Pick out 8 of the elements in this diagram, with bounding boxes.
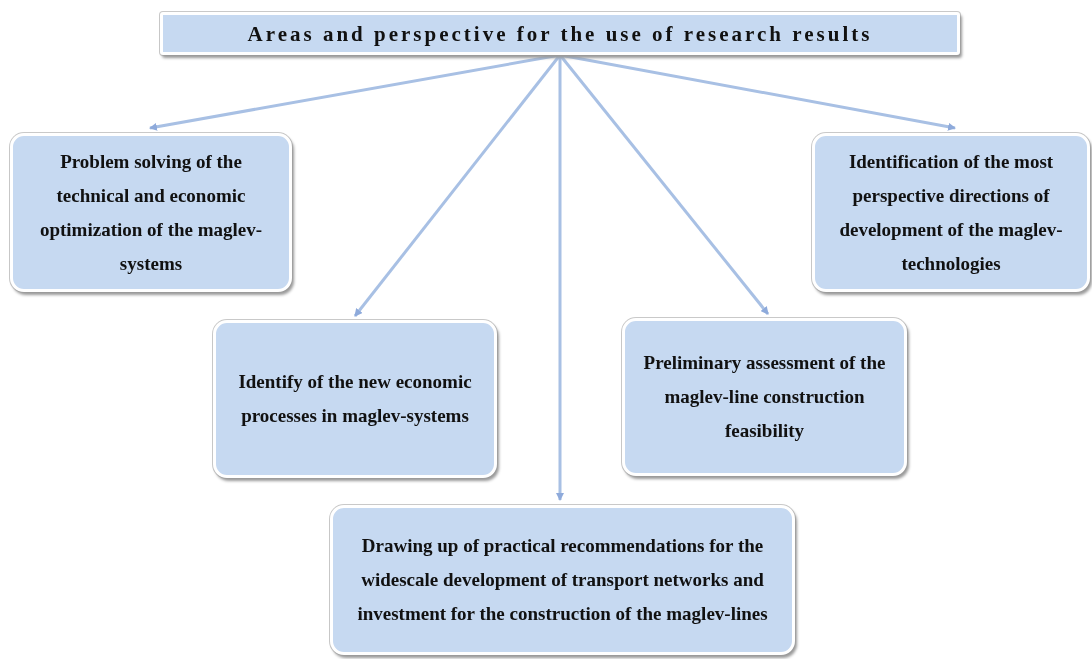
title-box: Areas and perspective for the use of research results (160, 12, 960, 55)
process-box: Problem solving of the technical and economic optimization of the maglev- systems (10, 133, 292, 292)
process-box: Identification of the most perspective directions of development of the maglev- technologies (812, 133, 1090, 292)
process-box: Preliminary assessment of the maglev-line construction feasibility (622, 318, 907, 476)
process-box: Identify of the new economic processes in maglev-systems (213, 320, 497, 478)
arrow (353, 54, 562, 317)
arrow (556, 55, 564, 501)
process-box: Drawing up of practical recommendations for the widescale development of transport networks and investment for the construction of the maglev-lines (330, 505, 795, 655)
